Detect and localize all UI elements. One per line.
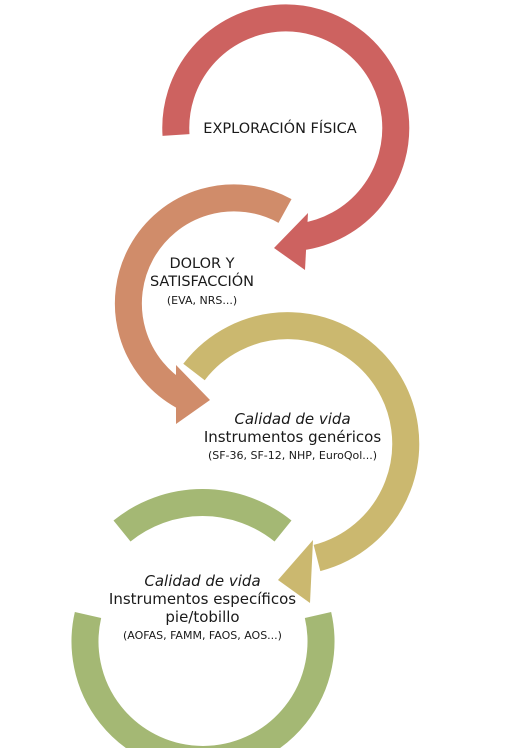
arrow-exploracion — [162, 4, 410, 270]
step3-heading: Calidad de vida — [234, 410, 351, 428]
step2-label: DOLOR Y SATISFACCIÓN (EVA, NRS...) — [122, 255, 282, 309]
step2-detail: (EVA, NRS...) — [166, 294, 238, 307]
arrow-dolor — [114, 184, 292, 424]
step4-heading: Calidad de vida — [144, 572, 261, 590]
step1-label: EXPLORACIÓN FÍSICA — [180, 120, 380, 138]
step4-label: Calidad de vida Instrumentos específicos… — [90, 572, 315, 644]
step3-title: Instrumentos genéricos — [203, 428, 382, 446]
step4-title-line1: Instrumentos específicos — [108, 590, 297, 608]
step2-title-line1: DOLOR Y — [169, 256, 235, 272]
step3-detail: (SF-36, SF-12, NHP, EuroQol...) — [207, 449, 378, 462]
step2-title-line2: SATISFACCIÓN — [149, 274, 255, 290]
step1-title: EXPLORACIÓN FÍSICA — [203, 121, 357, 137]
arrow-calidad-genericos — [183, 312, 420, 603]
step4-detail: (AOFAS, FAMM, FAOS, AOS...) — [123, 629, 282, 642]
step4-title-line2: pie/tobillo — [165, 608, 240, 626]
arrow-calidad-especificos — [71, 489, 335, 748]
step3-label: Calidad de vida Instrumentos genéricos (… — [180, 410, 405, 464]
